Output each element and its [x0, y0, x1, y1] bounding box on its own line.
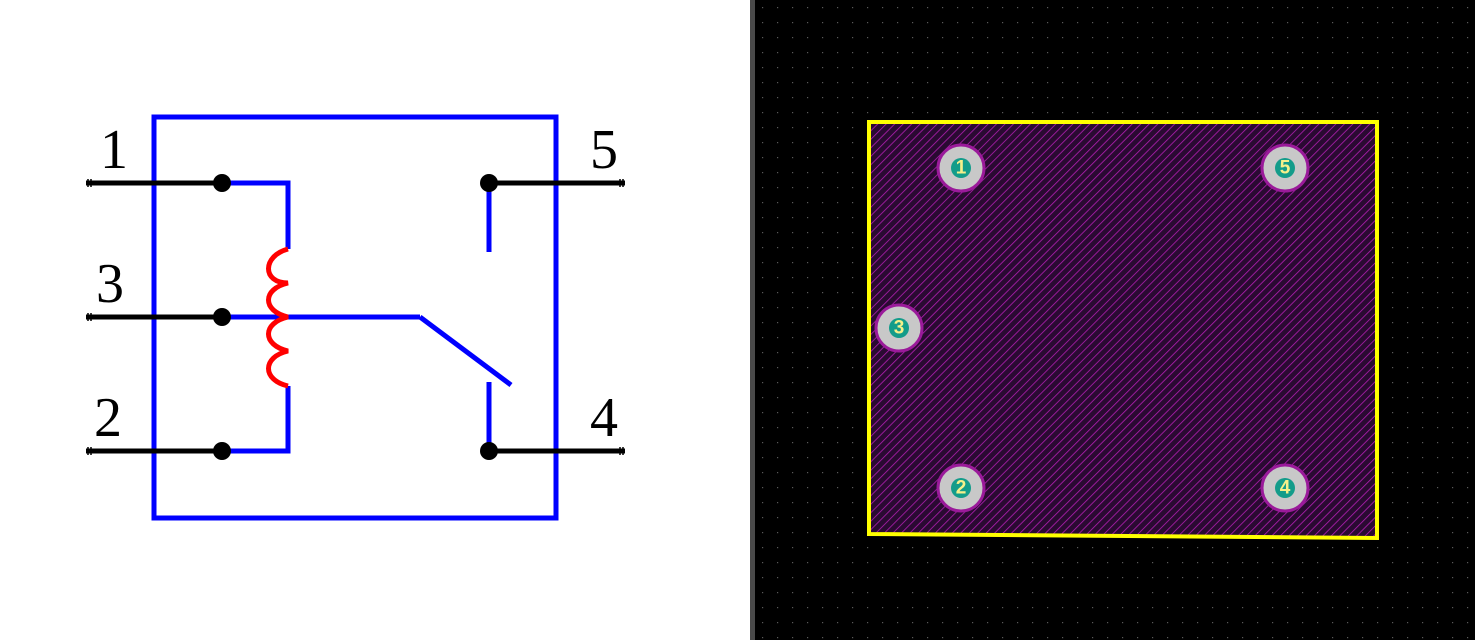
pad-1[interactable]: 1	[936, 143, 986, 193]
coil-top-wire	[222, 180, 291, 249]
pad-3-number: 3	[894, 318, 905, 339]
pin-end-markers	[87, 179, 624, 455]
relay-coil	[266, 246, 289, 389]
footprint-silkscreen-outline	[867, 120, 1379, 541]
pad-4[interactable]: 4	[1260, 463, 1310, 513]
pad-1-number: 1	[956, 158, 967, 179]
pad-2[interactable]: 2	[936, 463, 986, 513]
relay-footprint: 1 5 3 2 4	[755, 0, 1475, 640]
coil-bottom-wire	[222, 386, 291, 454]
pin-3-junction	[213, 308, 231, 326]
pin-3-number: 3	[96, 253, 124, 315]
pin-5-number: 5	[590, 119, 618, 181]
pin-2-junction	[213, 442, 231, 460]
pad-3[interactable]: 3	[874, 303, 924, 353]
pcb-footprint-view: 1 5 3 2 4	[755, 0, 1475, 640]
pin-4-number: 4	[590, 387, 618, 449]
schematic-symbol-view: 1 3 2 5 4	[86, 114, 625, 521]
pad-2-number: 2	[956, 478, 967, 499]
pin-5-junction	[480, 174, 498, 192]
pin-1-number: 1	[100, 119, 128, 181]
pad-5[interactable]: 5	[1260, 143, 1310, 193]
pin-1-junction	[213, 174, 231, 192]
pin-2-number: 2	[94, 387, 122, 449]
pad-4-number: 4	[1280, 478, 1291, 499]
switch-arm	[418, 314, 513, 388]
relay-schematic: 1 3 2 5 4	[86, 114, 625, 521]
panel-divider	[750, 0, 755, 640]
pin-4-junction	[480, 442, 498, 460]
pad-5-number: 5	[1280, 158, 1291, 179]
